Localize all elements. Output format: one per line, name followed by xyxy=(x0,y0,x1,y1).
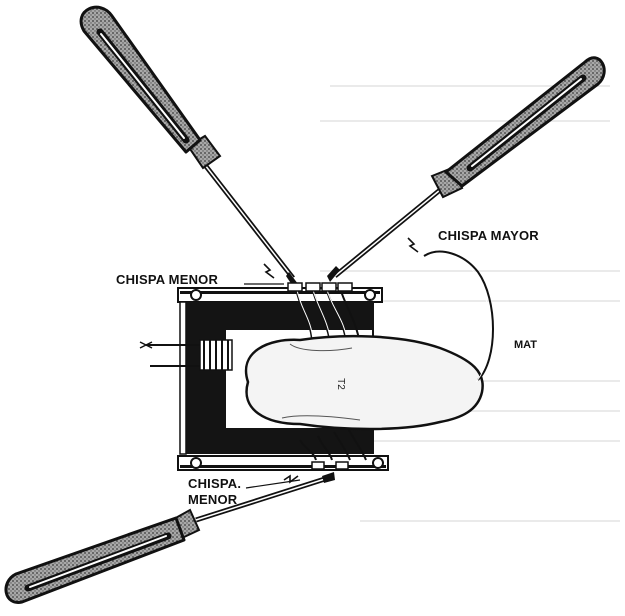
terminal-tabs xyxy=(287,282,353,470)
chispa-menor-bottom-label-line2: MENOR xyxy=(188,492,238,507)
screwdriver-icon xyxy=(79,5,298,285)
chispa-menor-bottom-label-line1: CHISPA. xyxy=(188,476,241,491)
screwdriver-icon xyxy=(4,472,335,604)
background-bleed-texture xyxy=(320,85,620,522)
flyback-transformer: T2 xyxy=(244,334,484,431)
mat-label: MAT xyxy=(514,339,537,351)
t2-label: T2 xyxy=(335,378,346,390)
chispa-menor-top-label: CHISPA MENOR xyxy=(116,272,218,287)
chispa-mayor-label: CHISPA MAYOR xyxy=(438,228,539,243)
mat-cable xyxy=(423,250,494,381)
label-pointers xyxy=(244,283,301,489)
coil-winding xyxy=(139,339,233,371)
mat-cable-inner xyxy=(425,254,490,383)
spark-icon xyxy=(263,237,419,484)
screwdriver-icon xyxy=(327,56,606,282)
